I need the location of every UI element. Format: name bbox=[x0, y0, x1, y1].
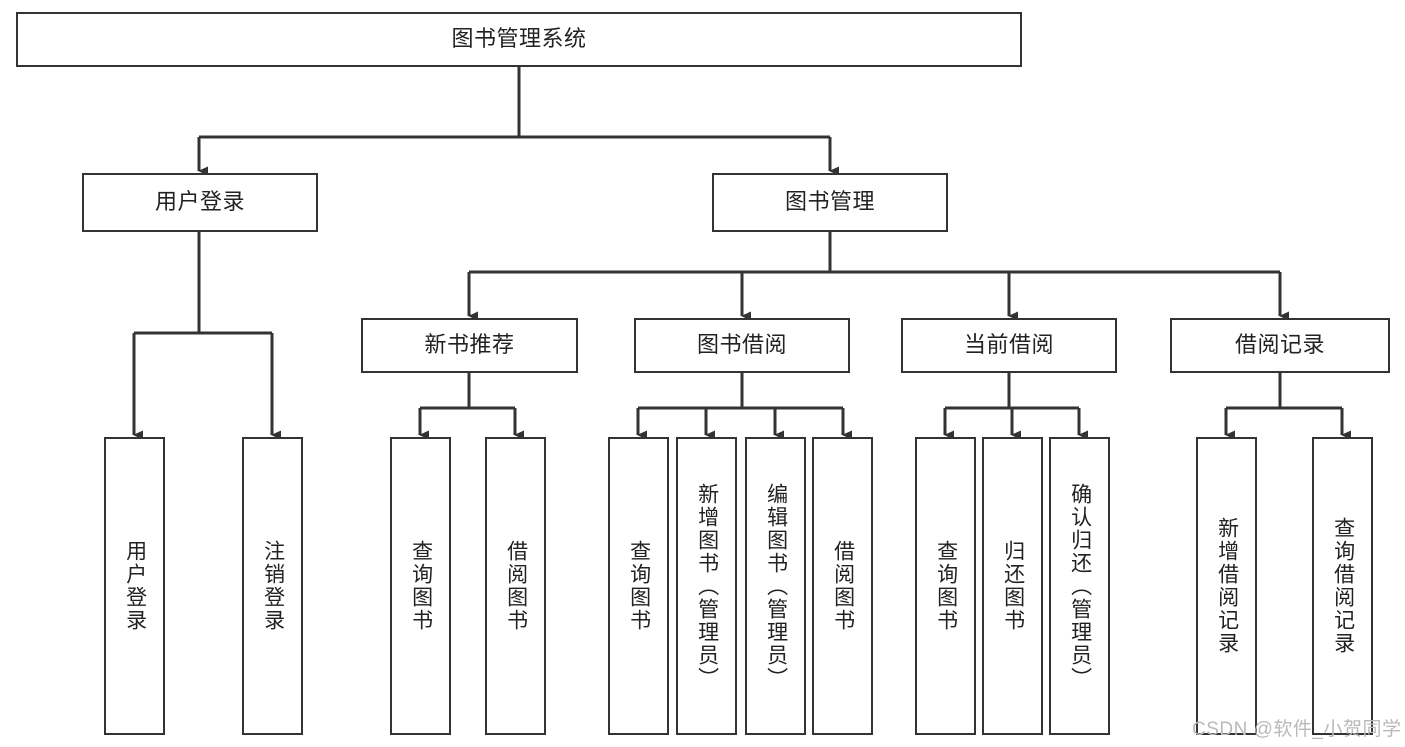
node-label: 查询图书 bbox=[409, 540, 433, 632]
node-l-borrowbook1: 借阅图书 bbox=[485, 437, 546, 735]
node-label: 图书管理系统 bbox=[451, 26, 587, 52]
node-l-addbook: 新增图书（管理员） bbox=[676, 437, 737, 735]
node-n-login: 用户登录 bbox=[82, 173, 318, 232]
node-l-querybook3: 查询图书 bbox=[915, 437, 976, 735]
node-l-addrecord: 新增借阅记录 bbox=[1196, 437, 1257, 735]
node-l-returnbook: 归还图书 bbox=[982, 437, 1043, 735]
node-label: 注销登录 bbox=[261, 540, 285, 632]
node-n-record: 借阅记录 bbox=[1170, 318, 1390, 373]
node-n-current: 当前借阅 bbox=[901, 318, 1117, 373]
node-label: 新增借阅记录 bbox=[1215, 517, 1239, 655]
node-n-borrow: 图书借阅 bbox=[634, 318, 850, 373]
node-l-userlogin: 用户登录 bbox=[104, 437, 165, 735]
node-l-editbook: 编辑图书（管理员） bbox=[745, 437, 806, 735]
node-label: 新增图书（管理员） bbox=[695, 482, 719, 690]
node-label: 编辑图书（管理员） bbox=[764, 482, 788, 690]
node-l-querybook1: 查询图书 bbox=[390, 437, 451, 735]
node-label: 用户登录 bbox=[123, 540, 147, 632]
node-label: 确认归还（管理员） bbox=[1068, 482, 1092, 690]
node-label: 新书推荐 bbox=[424, 332, 515, 358]
node-l-confirmreturn: 确认归还（管理员） bbox=[1049, 437, 1110, 735]
node-label: 当前借阅 bbox=[963, 332, 1054, 358]
node-label: 归还图书 bbox=[1001, 540, 1025, 632]
node-l-queryrecord: 查询借阅记录 bbox=[1312, 437, 1373, 735]
node-label: 图书管理 bbox=[784, 189, 875, 215]
node-label: 查询借阅记录 bbox=[1331, 517, 1355, 655]
node-l-querybook2: 查询图书 bbox=[608, 437, 669, 735]
node-root: 图书管理系统 bbox=[16, 12, 1022, 67]
node-l-logout: 注销登录 bbox=[242, 437, 303, 735]
node-label: 借阅图书 bbox=[504, 540, 528, 632]
node-l-borrowbook2: 借阅图书 bbox=[812, 437, 873, 735]
node-n-bookmgr: 图书管理 bbox=[712, 173, 948, 232]
node-n-newbook: 新书推荐 bbox=[361, 318, 578, 373]
node-label: 借阅图书 bbox=[831, 540, 855, 632]
node-label: 查询图书 bbox=[627, 540, 651, 632]
node-label: 借阅记录 bbox=[1234, 332, 1325, 358]
node-label: 查询图书 bbox=[934, 540, 958, 632]
node-label: 图书借阅 bbox=[696, 332, 787, 358]
node-label: 用户登录 bbox=[154, 189, 245, 215]
